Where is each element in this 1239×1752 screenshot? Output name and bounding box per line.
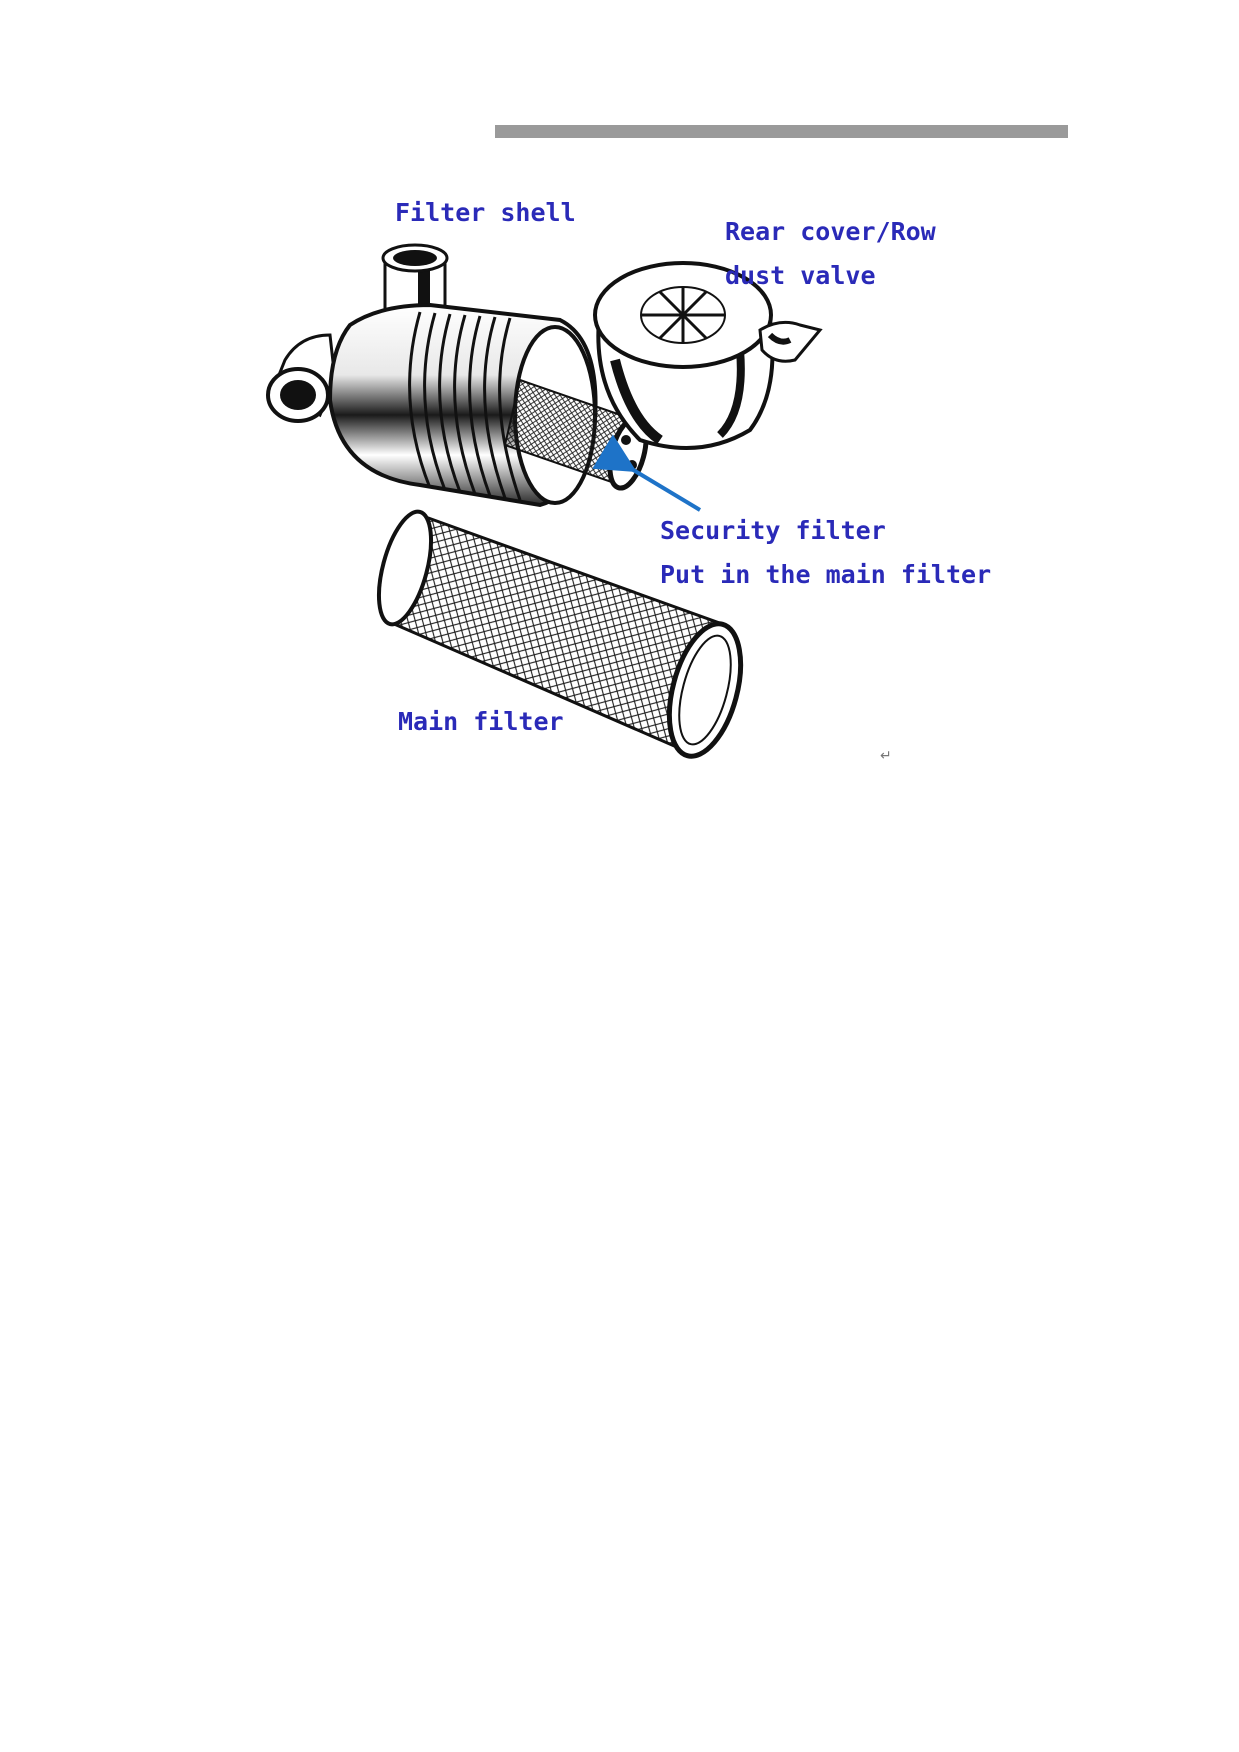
- arrow-up-left-icon: [592, 434, 702, 512]
- rear-cover-label-line1: Rear cover/Row: [725, 217, 936, 246]
- filter-shell-illustration: [266, 243, 649, 508]
- filter-shell-label: Filter shell: [395, 198, 576, 227]
- rear-cover-illustration: [593, 261, 823, 450]
- main-filter-label: Main filter: [398, 707, 564, 736]
- rear-cover-label-line2: dust valve: [725, 261, 876, 290]
- paragraph-mark: ↵: [880, 748, 892, 764]
- security-filter-label-line2: Put in the main filter: [660, 560, 992, 589]
- security-filter-label-line1: Security filter: [660, 516, 886, 545]
- main-filter-illustration: [376, 509, 744, 759]
- header-rule: [495, 125, 1068, 138]
